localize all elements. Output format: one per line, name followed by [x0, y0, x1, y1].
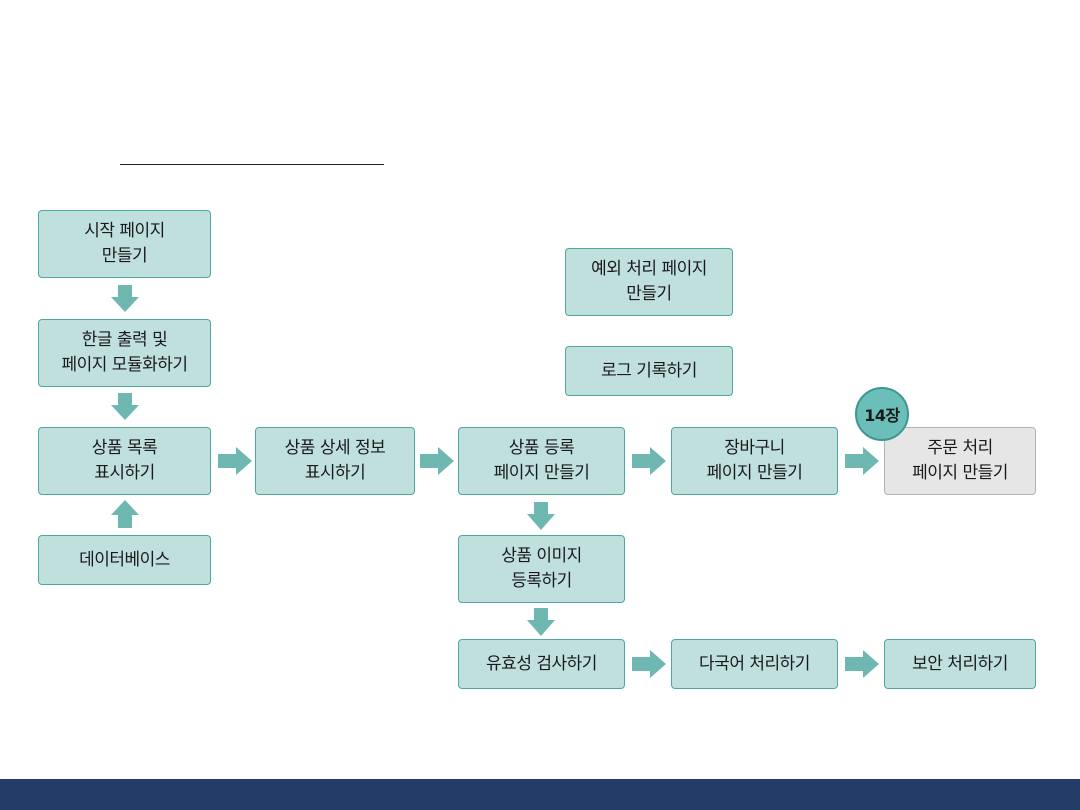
- node-security: 보안 처리하기: [884, 639, 1036, 689]
- arrow-down-4: [527, 608, 555, 636]
- footer-bar: [0, 779, 1080, 810]
- node-product-register: 상품 등록 페이지 만들기: [458, 427, 625, 495]
- node-i18n: 다국어 처리하기: [671, 639, 838, 689]
- node-order-page: 주문 처리 페이지 만들기: [884, 427, 1036, 495]
- arrow-right-2: [420, 447, 454, 475]
- node-start-page: 시작 페이지 만들기: [38, 210, 211, 278]
- chapter-badge: 14장: [855, 387, 909, 441]
- arrow-up-db: [111, 500, 139, 528]
- node-database: 데이터베이스: [38, 535, 211, 585]
- arrow-right-3: [632, 447, 666, 475]
- arrow-right-5: [632, 650, 666, 678]
- node-cart-page: 장바구니 페이지 만들기: [671, 427, 838, 495]
- node-product-image: 상품 이미지 등록하기: [458, 535, 625, 603]
- node-hangul-module: 한글 출력 및 페이지 모듈화하기: [38, 319, 211, 387]
- arrow-right-6: [845, 650, 879, 678]
- arrow-down-3: [527, 502, 555, 530]
- node-exception-page: 예외 처리 페이지 만들기: [565, 248, 733, 316]
- node-product-list: 상품 목록 표시하기: [38, 427, 211, 495]
- node-product-detail: 상품 상세 정보 표시하기: [255, 427, 415, 495]
- arrow-down-1: [111, 285, 139, 312]
- arrow-down-2: [111, 393, 139, 420]
- node-validation: 유효성 검사하기: [458, 639, 625, 689]
- arrow-right-4: [845, 447, 879, 475]
- arrow-right-1: [218, 447, 252, 475]
- node-logging: 로그 기록하기: [565, 346, 733, 396]
- title-underline: [120, 164, 384, 165]
